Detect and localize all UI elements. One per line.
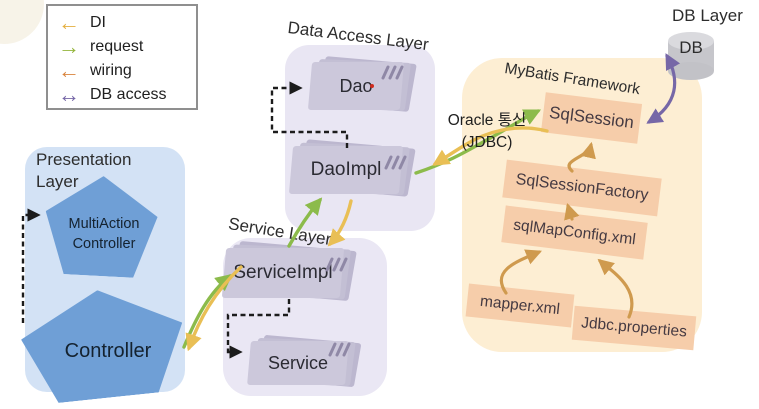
left-arrow-icon: ← <box>58 58 80 83</box>
oracle-jdbc-line1: Oracle 통신 <box>447 112 527 129</box>
serviceimpl-label: ServiceImpl <box>233 262 333 283</box>
oracle-jdbc-line2: (JDBC) <box>461 134 513 152</box>
page-curl-icon <box>381 65 404 80</box>
presentation-layer-title: Presentation Layer <box>36 150 132 192</box>
dao-node: Dao <box>307 56 417 112</box>
page-curl-icon <box>325 257 348 272</box>
page-curl-icon <box>328 342 351 357</box>
service-label: Service <box>267 352 329 373</box>
daoimpl-label: DaoImpl <box>310 159 382 180</box>
page-curl-icon <box>384 155 407 170</box>
legend-label-request: request <box>90 38 144 55</box>
legend-label-db-access: DB access <box>90 86 167 103</box>
red-artifact-dot <box>370 84 374 88</box>
service-node: Service <box>247 334 362 388</box>
double-arrow-icon: ↔ <box>58 82 80 107</box>
oracle-jdbc-annotation: Oracle 통신 (JDBC) <box>434 110 540 155</box>
db-node-label: DB <box>679 38 703 57</box>
db-layer-title: DB Layer <box>672 6 743 25</box>
corner-artifact <box>0 0 44 44</box>
legend-item-wiring: ← wiring <box>48 59 196 83</box>
serviceimpl-node: ServiceImpl <box>221 240 357 302</box>
legend: ← DI → request ← wiring ↔ DB access <box>46 4 198 110</box>
legend-item-db-access: ↔ DB access <box>48 83 196 107</box>
controller-label: Controller <box>64 340 152 362</box>
right-arrow-icon: → <box>58 34 80 59</box>
left-arrow-icon: ← <box>58 10 80 35</box>
daoimpl-node: DaoImpl <box>288 139 416 197</box>
legend-label-wiring: wiring <box>90 62 132 79</box>
legend-item-di: ← DI <box>48 11 196 35</box>
legend-item-request: → request <box>48 35 196 59</box>
legend-label-di: DI <box>90 14 106 31</box>
multiaction-controller-label: MultiAction Controller <box>68 216 140 252</box>
